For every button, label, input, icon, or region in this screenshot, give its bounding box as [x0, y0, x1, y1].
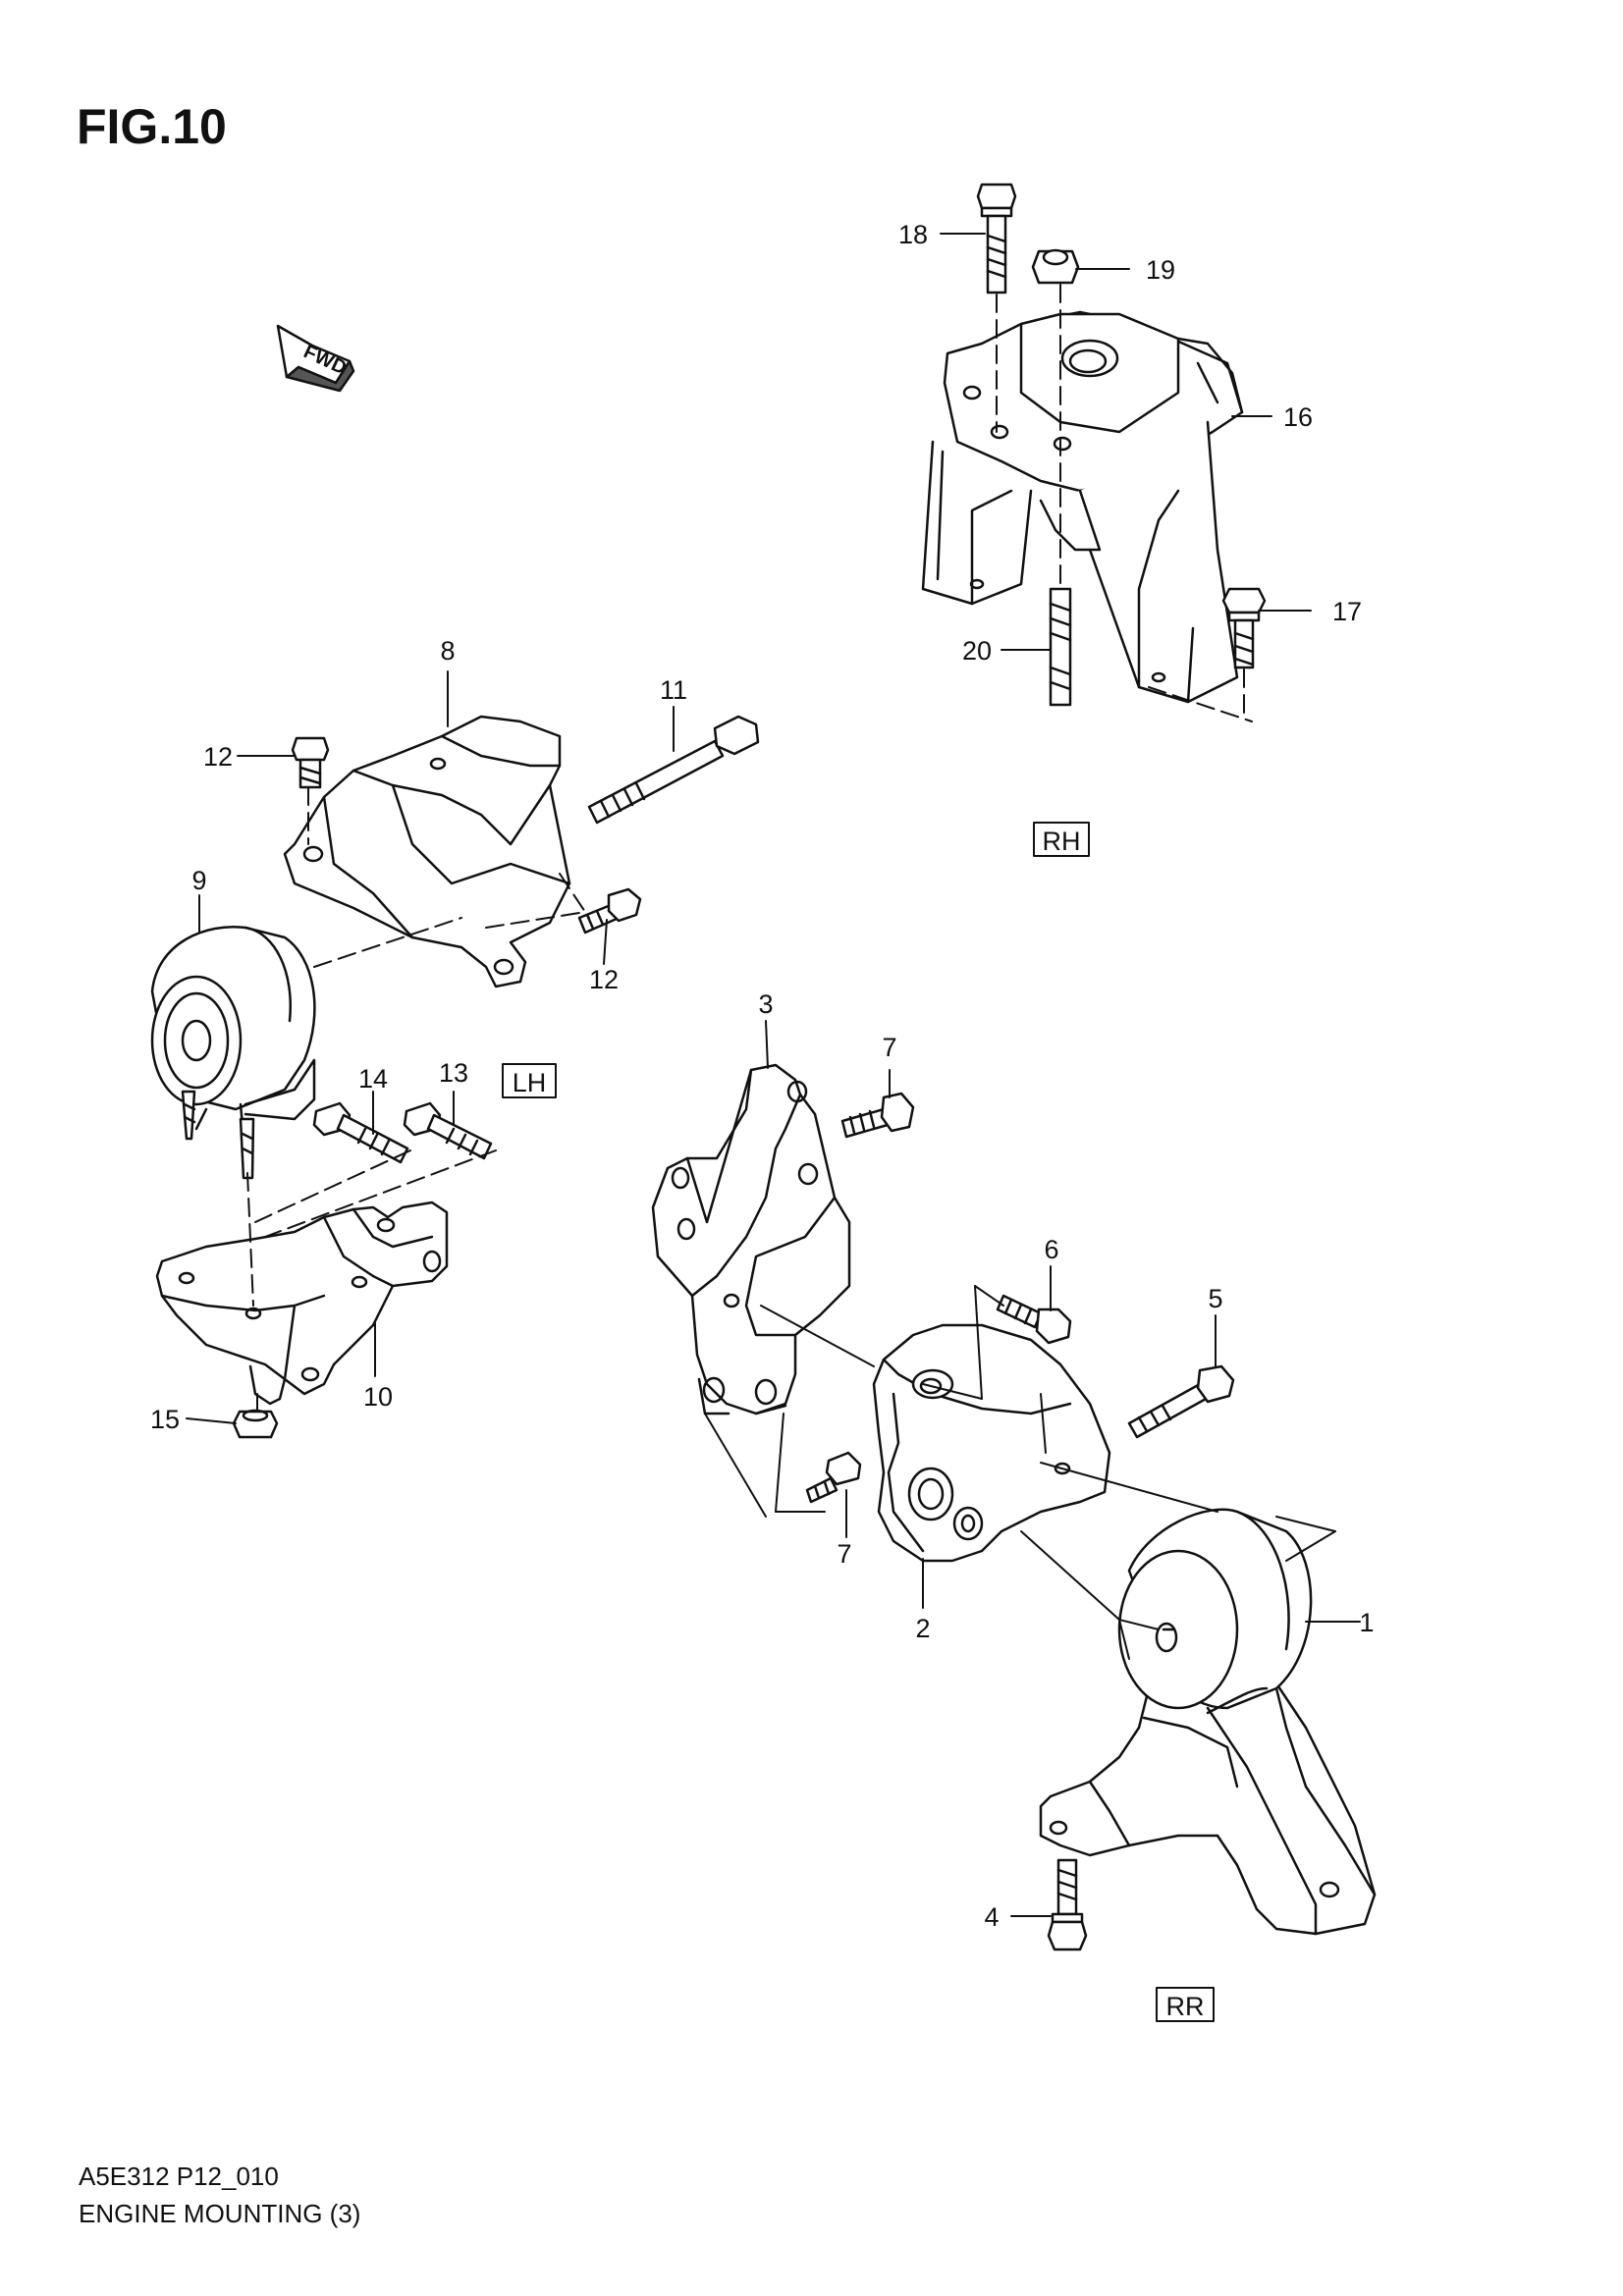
bracket-2	[872, 1323, 1111, 1563]
callout-13: 13	[439, 1058, 468, 1088]
bolt-17-icon	[1221, 587, 1267, 669]
callout-18: 18	[898, 220, 928, 249]
section-tag-rh: RH	[1043, 827, 1081, 856]
rh-assembly-lines	[996, 284, 1253, 722]
callout-14: 14	[358, 1064, 388, 1094]
callout-7-bottom: 7	[837, 1539, 851, 1569]
callout-2: 2	[915, 1614, 930, 1643]
callout-20: 20	[962, 636, 992, 666]
callout-1: 1	[1359, 1608, 1374, 1637]
bolt-6-icon	[996, 1294, 1072, 1345]
callout-7-top: 7	[882, 1033, 896, 1062]
callout-6: 6	[1044, 1235, 1058, 1264]
rh-mount-assembly	[921, 183, 1267, 722]
bolt-12-bottom-icon	[577, 887, 642, 934]
bolt-5-icon	[1127, 1364, 1235, 1439]
figure-caption: ENGINE MOUNTING (3)	[79, 2199, 361, 2228]
callout-17: 17	[1332, 597, 1362, 626]
callout-10: 10	[363, 1382, 393, 1412]
lh-mount-upper	[150, 715, 760, 1180]
callout-15: 15	[150, 1405, 180, 1434]
bolt-13-icon	[403, 1101, 493, 1160]
figure-code: A5E312 P12_010	[79, 2162, 279, 2191]
bolt-4-icon	[1047, 1858, 1088, 1951]
bolt-18-icon	[976, 183, 1017, 294]
callout-5: 5	[1208, 1284, 1222, 1313]
callout-4: 4	[984, 1902, 999, 1932]
nut-15-icon	[232, 1409, 279, 1439]
bolt-7-bottom-icon	[805, 1451, 862, 1504]
stud-20-icon	[1049, 587, 1072, 707]
callout-12-bottom: 12	[589, 965, 619, 994]
mount-bracket-16	[921, 310, 1244, 704]
rr-mount-assembly	[651, 1063, 1377, 1951]
rr-assembly-lines	[704, 1285, 1336, 1660]
callout-3: 3	[758, 989, 773, 1019]
leader-lines	[186, 233, 1361, 1917]
bolt-11-icon	[587, 715, 760, 825]
bolt-12-top-icon	[291, 736, 330, 789]
bracket-8	[283, 715, 571, 988]
bracket-10	[155, 1201, 449, 1406]
lh-upper-lines	[307, 786, 590, 968]
callout-9: 9	[191, 866, 206, 895]
lh-lower-lines	[246, 1149, 497, 1413]
callout-16: 16	[1283, 402, 1313, 432]
lh-tag-box	[502, 1063, 557, 1098]
callout-8: 8	[440, 636, 455, 666]
callout-19: 19	[1146, 255, 1175, 285]
bracket-3	[651, 1063, 851, 1415]
bolt-14-icon	[312, 1101, 409, 1164]
figure-title: FIG.10	[77, 99, 227, 154]
lh-mount-lower	[155, 1101, 497, 1439]
nut-19-icon	[1031, 248, 1080, 285]
fwd-arrow-icon: FWD	[276, 324, 355, 393]
callout-11: 11	[660, 675, 687, 705]
rr-tag-box	[1156, 1987, 1215, 2022]
rh-tag-box	[1033, 822, 1090, 857]
callout-12-top: 12	[203, 742, 233, 772]
section-tag-rr: RR	[1166, 1992, 1205, 2021]
mount-9	[150, 926, 316, 1180]
section-tag-lh: LH	[513, 1068, 547, 1097]
bolt-7-top-icon	[840, 1092, 915, 1139]
mount-1	[1039, 1508, 1377, 1936]
